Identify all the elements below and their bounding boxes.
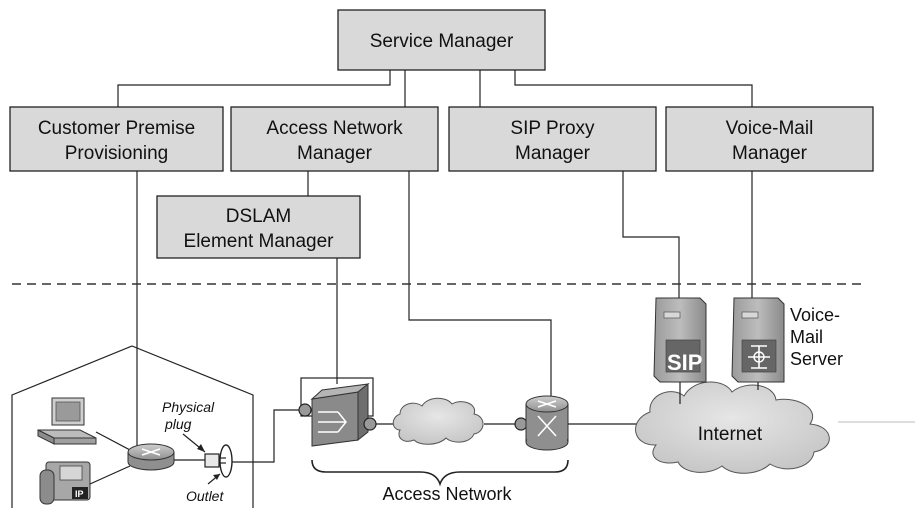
sip-proxy-manager-box: SIP Proxy Manager [448, 106, 657, 172]
service-manager-box: Service Manager [337, 9, 546, 71]
access-network-bracket [311, 459, 569, 487]
physical-plug-label-1: Physical [162, 399, 215, 415]
customer-premise-box: Customer Premise Provisioning [9, 106, 224, 172]
access-network-manager-label-1: Access Network [266, 118, 403, 139]
voice-mail-server-label-2: Mail [790, 327, 823, 347]
access-network-manager-box: Access Network Manager [230, 106, 439, 172]
dslam-element-manager-box: DSLAM Element Manager [156, 195, 361, 259]
home-gateway-router-icon [127, 443, 175, 471]
house-outline [11, 345, 254, 508]
customer-premise-label-2: Provisioning [65, 143, 169, 164]
outlet-icon [219, 444, 233, 478]
ip-phone-badge: IP [75, 489, 84, 499]
voice-mail-server-label-3: Server [790, 349, 843, 369]
dslam-element-manager-label-2: Element Manager [184, 231, 335, 252]
internet-label: Internet [698, 424, 763, 445]
voice-mail-manager-label-2: Manager [732, 143, 808, 164]
edge-router-icon [514, 395, 569, 451]
access-network-manager-label-2: Manager [297, 143, 373, 164]
sip-proxy-server-icon: SIP [653, 297, 707, 383]
sip-proxy-manager-label-2: Manager [515, 143, 591, 164]
access-network-label: Access Network [382, 484, 512, 504]
customer-premise-label-1: Customer Premise [38, 118, 195, 139]
service-manager-label: Service Manager [370, 31, 514, 52]
access-cloud-icon [392, 397, 484, 445]
pc-icon [37, 397, 97, 445]
physical-plug-icon [204, 453, 226, 468]
voice-mail-manager-label-1: Voice-Mail [726, 118, 814, 139]
sip-logo: SIP [667, 350, 702, 375]
internet-cloud-icon: Internet [635, 381, 830, 474]
dslam-element-manager-label-1: DSLAM [226, 206, 291, 227]
sip-proxy-manager-label-1: SIP Proxy [510, 118, 595, 139]
physical-plug-label-2: plug [164, 416, 192, 432]
dslam-icon [298, 377, 377, 447]
ip-phone-icon: IP [39, 461, 91, 505]
voice-mail-manager-box: Voice-Mail Manager [665, 106, 874, 172]
voice-mail-server-icon [731, 297, 785, 383]
voice-mail-server-label-1: Voice- [790, 305, 840, 325]
outlet-label: Outlet [186, 488, 224, 504]
